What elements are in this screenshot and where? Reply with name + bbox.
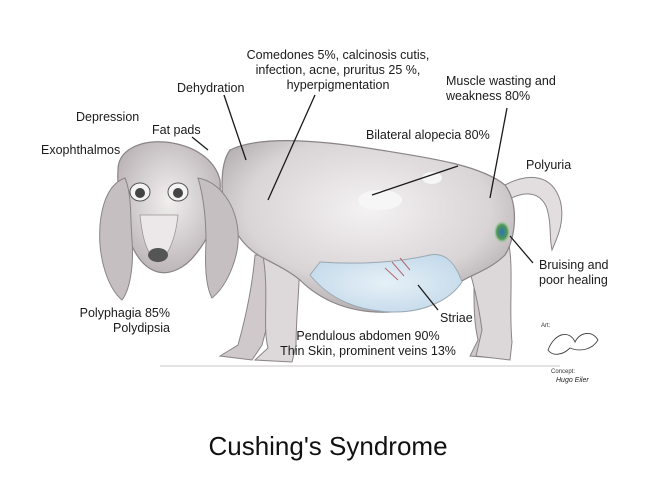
label-dehydration: Dehydration <box>177 81 245 95</box>
label-striae: Striae <box>440 311 473 325</box>
label-bilateral-alopecia: Bilateral alopecia 80% <box>366 128 490 142</box>
label-muscle-wasting-2: weakness 80% <box>446 89 531 103</box>
alopecia-patch <box>358 190 402 210</box>
dog-nose <box>148 248 168 262</box>
label-fat-pads: Fat pads <box>152 123 201 137</box>
alopecia-patch-2 <box>422 172 442 184</box>
label-comedones-2: infection, acne, pruritus 25 %, <box>255 63 421 77</box>
dog-ear-right <box>197 177 239 299</box>
diagram-title: Cushing's Syndrome <box>208 431 448 461</box>
label-comedones-3: hyperpigmentation <box>286 78 390 92</box>
dog-pupil-right <box>173 188 183 198</box>
credit-concept-name: Hugo Eiler <box>556 377 589 384</box>
label-bruising-1: Bruising and <box>539 258 609 272</box>
label-muscle-wasting-1: Muscle wasting and <box>446 74 556 88</box>
dog-belly <box>309 253 463 313</box>
artist-signature <box>547 333 599 355</box>
dog-ear-left <box>99 177 133 301</box>
label-comedones-1: Comedones 5%, calcinosis cutis, <box>246 48 430 62</box>
label-bruising-2: poor healing <box>539 273 608 287</box>
label-polyphagia: Polyphagia 85% <box>79 306 170 320</box>
label-pendulous-abdomen: Pendulous abdomen 90% <box>296 329 440 343</box>
label-depression: Depression <box>76 110 140 124</box>
credit-concept-label: Concept: <box>551 369 576 375</box>
label-thin-skin: Thin Skin, prominent veins 13% <box>280 344 456 358</box>
label-polydipsia: Polydipsia <box>113 321 170 335</box>
striae-marks <box>384 257 411 281</box>
dog-tail <box>504 177 563 252</box>
bruise-mark <box>494 221 510 243</box>
label-polyuria: Polyuria <box>526 158 572 172</box>
credit-art-label: Art: <box>541 323 551 329</box>
label-exophthalmos: Exophthalmos <box>41 143 121 157</box>
pointer-lines <box>191 94 534 311</box>
dog-pupil-left <box>135 188 145 198</box>
